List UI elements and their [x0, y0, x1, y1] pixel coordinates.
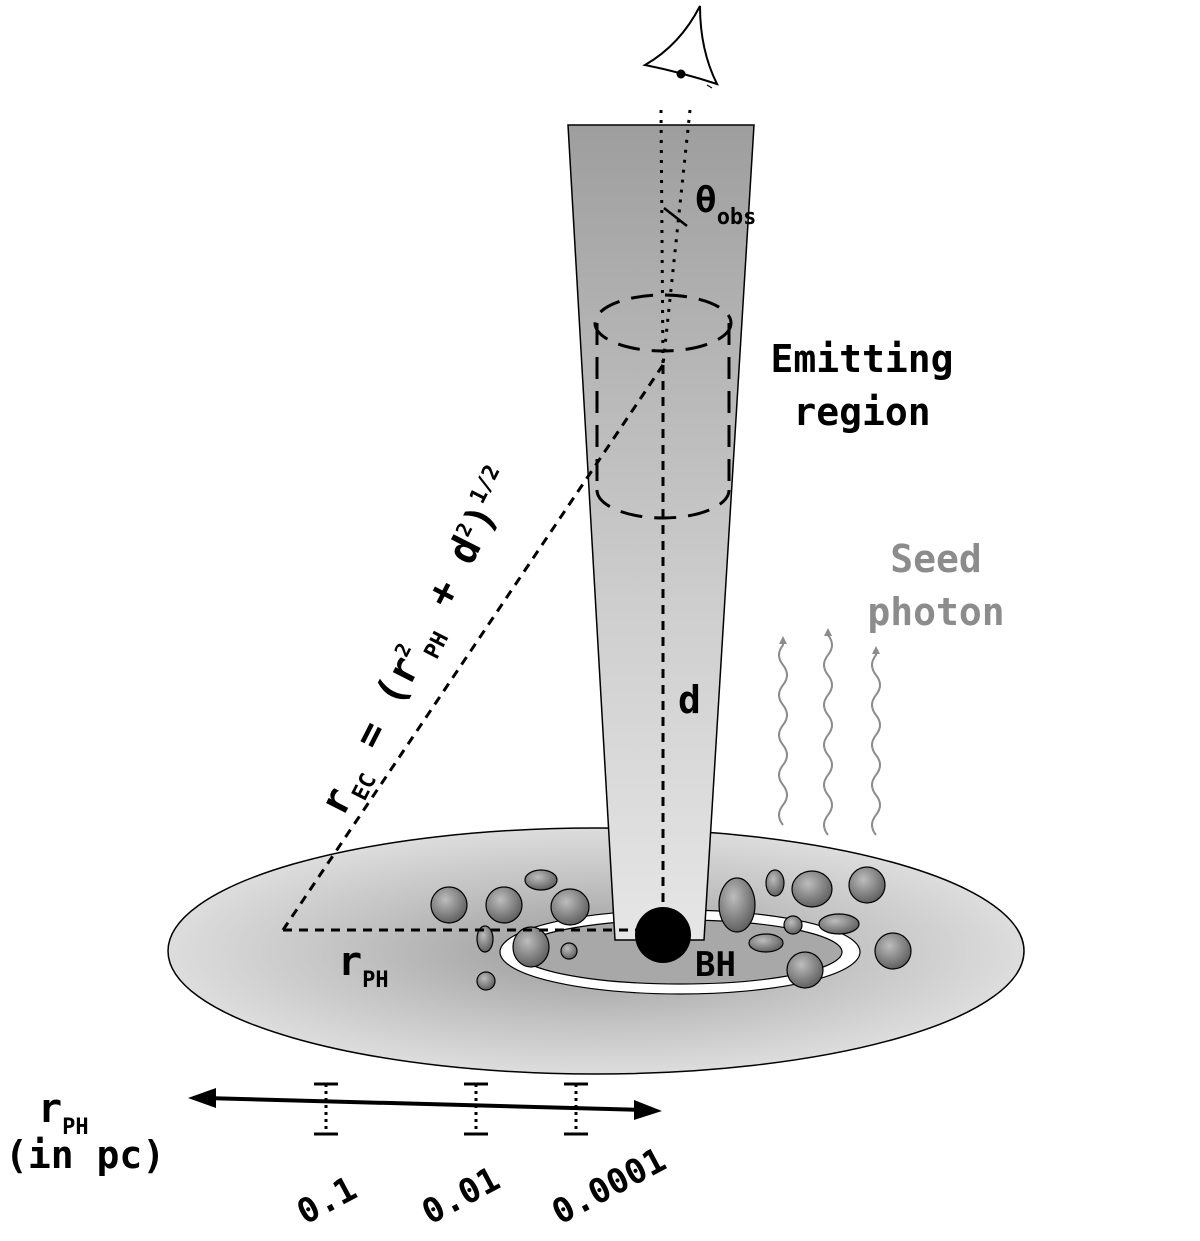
seed-photon-label-line1: Seed [890, 537, 982, 581]
scale-ticks [314, 1082, 588, 1136]
seed-photon-arrows [778, 628, 881, 836]
black-hole [635, 907, 691, 963]
scale-tick-label-0: 0.1 [290, 1169, 363, 1233]
scale-tick-label-2: 0.0001 [545, 1140, 672, 1233]
scale-tick-label-1: 0.01 [415, 1159, 506, 1233]
observer-eye-icon [642, 5, 719, 89]
theta-tick [663, 207, 688, 227]
rph-label: rPH [338, 939, 389, 993]
scale-axis-label: rPH [38, 1086, 89, 1140]
theta-obs-label: θobs [695, 180, 756, 230]
cloud-clumps [430, 866, 912, 991]
emitting-region-label-line2: region [793, 390, 930, 434]
jet [567, 124, 755, 941]
scale-axis-unit: (in pc) [5, 1133, 165, 1177]
seed-photon-label-line2: photon [867, 590, 1004, 634]
emitting-region-label-line1: Emitting [770, 337, 953, 381]
axis-lines [281, 109, 692, 932]
scale-axis [188, 1088, 662, 1120]
bh-label: BH [695, 945, 736, 985]
distance-d-label: d [678, 678, 701, 722]
